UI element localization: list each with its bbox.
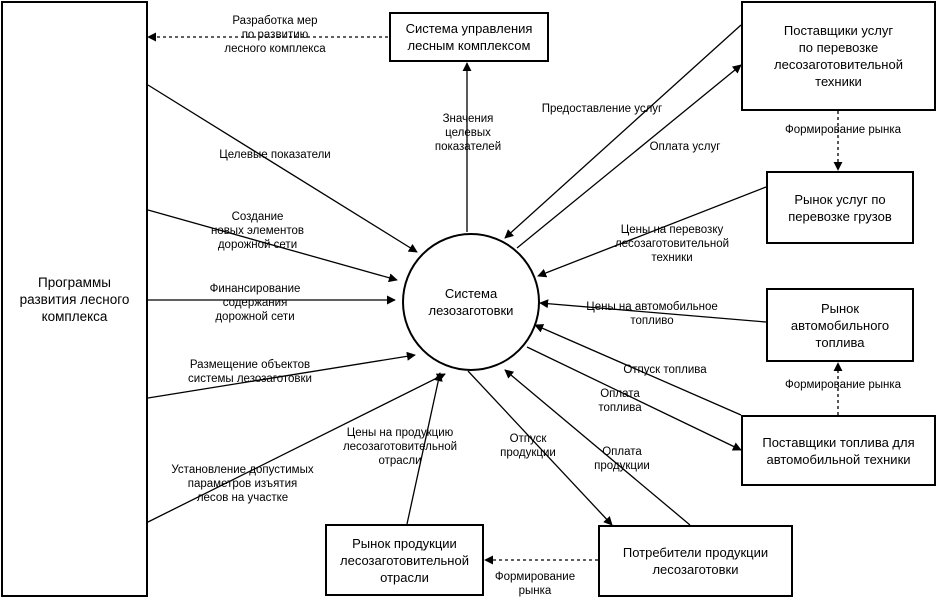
- arrow-fuel-prices: [539, 299, 767, 323]
- control-system-box: Система управления лесным комплексом: [389, 12, 549, 62]
- arrow-product-prices: [406, 372, 443, 525]
- fuel-providers-box: Поставщики топлива для автомобильной тех…: [741, 415, 936, 486]
- arrow-fuel-payment: [526, 346, 742, 451]
- transport-providers-box: Поставщики услуг по перевозке лесозагото…: [741, 1, 936, 111]
- arrow-product-payment: [504, 369, 691, 526]
- label-harvest-params: Установление допустимых параметров изъят…: [171, 464, 314, 504]
- label-product-release: Отпуск продукции: [500, 433, 556, 459]
- arrow-services-payment: [516, 64, 742, 249]
- arrow-fuel-release: [534, 324, 742, 416]
- label-fuel-prices: Цены на автомобильное топливо: [586, 301, 718, 327]
- label-market-forming-bottom: Формирование рынка: [494, 571, 576, 597]
- label-fuel-release: Отпуск топлива: [623, 364, 707, 376]
- product-market-box: Рынок продукции лесозаготовительной отра…: [325, 524, 484, 596]
- label-market-forming-mid: Формирование рынка: [784, 379, 902, 391]
- label-target-values: Значения целевых показателей: [434, 113, 502, 153]
- label-product-payment: Оплата продукции: [594, 446, 650, 472]
- label-services-provision: Предоставление услуг: [541, 103, 663, 115]
- label-transport-prices: Цены на перевозку лесозаготовительной те…: [614, 224, 730, 264]
- programs-box: Программы развития лесного комплекса: [1, 1, 148, 597]
- consumers-box: Потребители продукции лесозаготовки: [598, 525, 793, 597]
- label-product-prices: Цены на продукцию лесозаготовительной от…: [342, 427, 458, 467]
- arrow-transport-prices: [537, 186, 767, 278]
- label-services-payment: Оплата услуг: [649, 141, 721, 153]
- arrow-target-indicators: [147, 84, 418, 253]
- label-target-indicators: Целевые показатели: [219, 149, 331, 161]
- arrow-new-road-elements: [147, 209, 398, 283]
- label-market-forming-top: Формирование рынка: [784, 124, 902, 136]
- transport-market-box: Рынок услуг по перевозке грузов: [766, 171, 914, 244]
- arrow-product-release: [467, 370, 613, 526]
- arrow-harvest-params: [147, 373, 446, 523]
- arrow-services-provision: [504, 24, 742, 239]
- arrow-objects-placement: [147, 351, 416, 399]
- label-new-road-elements: Создание новых элементов дорожной сети: [210, 211, 305, 251]
- label-fuel-payment: Оплата топлива: [598, 388, 642, 414]
- label-road-financing: Финансирование содержания дорожной сети: [209, 283, 301, 323]
- fuel-market-box: Рынок автомобильного топлива: [766, 288, 914, 362]
- label-measures: Разработка мер по развитию лесного компл…: [224, 15, 326, 55]
- center-circle: Система лезозаготовки: [402, 233, 540, 371]
- label-objects-placement: Размещение объектов системы лезозаготовк…: [188, 359, 312, 385]
